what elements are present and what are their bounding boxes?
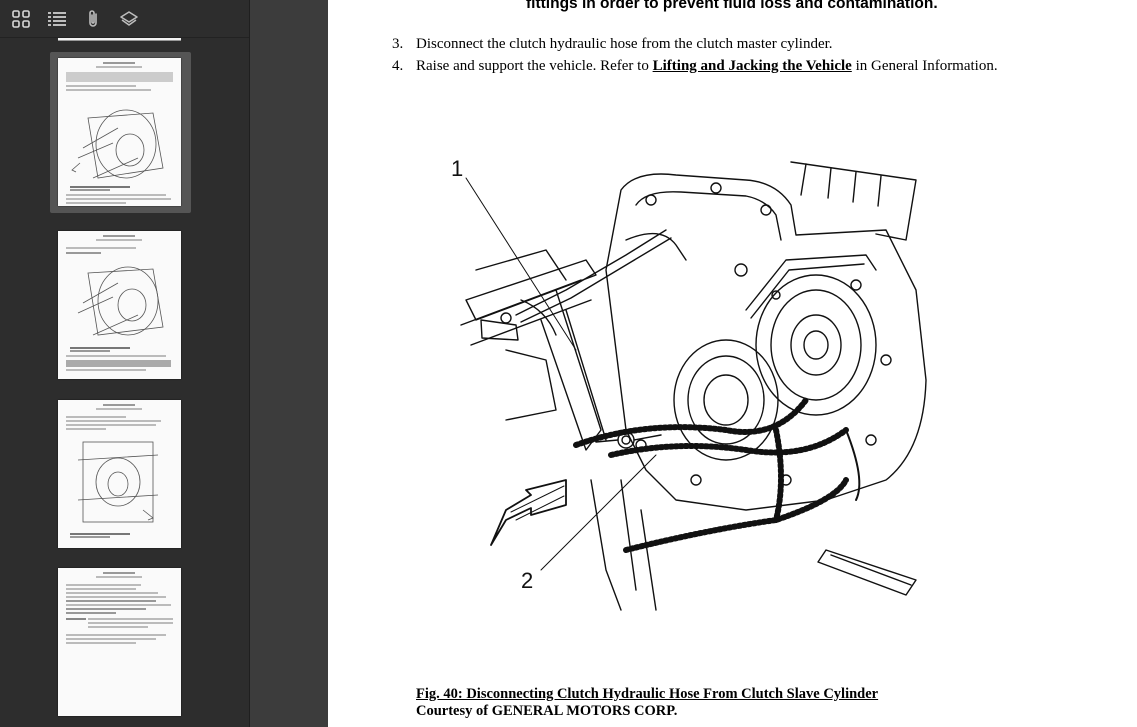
step-text-after: in General Information. [851,58,998,74]
thumbnail-sidebar [0,0,250,727]
step-number: 4. [392,58,404,74]
step-4: 4. Raise and support the vehicle. Refer t… [392,58,998,75]
thumbnail-image [58,400,181,548]
thumbnails-button[interactable] [8,6,34,32]
paperclip-icon [89,9,97,27]
sidebar-toolbar [0,0,249,38]
step-text: Raise and support the vehicle. Refer to [416,58,653,74]
layers-icon [120,10,138,26]
thumbnail-page-2[interactable] [50,225,191,386]
thumbnail-image [58,231,181,379]
figure-callout-1: 1 [451,156,463,181]
outline-button[interactable] [44,6,70,32]
document-page[interactable]: fittings in order to prevent fluid loss … [328,0,1137,727]
thumbnail-previous-page[interactable] [58,38,181,41]
thumbnail-image [58,58,181,206]
thumbnail-page-3[interactable] [50,394,191,555]
figure-caption: Fig. 40: Disconnecting Clutch Hydraulic … [416,686,879,702]
list-icon [48,11,66,26]
warning-text: fittings in order to prevent fluid loss … [526,0,938,12]
grid-icon [12,9,30,28]
figure-callout-2: 2 [521,568,533,593]
layers-button[interactable] [116,6,142,32]
attachments-button[interactable] [80,6,106,32]
step-text: Disconnect the clutch hydraulic hose fro… [416,36,833,52]
viewer-gutter [250,0,328,727]
thumbnail-image [58,568,181,716]
clutch-hose-figure: 1 2 [451,156,927,611]
figure-courtesy: Courtesy of GENERAL MOTORS CORP. [416,703,678,719]
lifting-jacking-link[interactable]: Lifting and Jacking the Vehicle [652,58,852,74]
thumbnail-page-4[interactable] [50,562,191,723]
thumbnail-list[interactable] [0,38,249,727]
step-number: 3. [392,36,404,52]
thumbnail-page-1[interactable] [50,52,191,213]
step-3: 3. Disconnect the clutch hydraulic hose f… [392,36,833,53]
